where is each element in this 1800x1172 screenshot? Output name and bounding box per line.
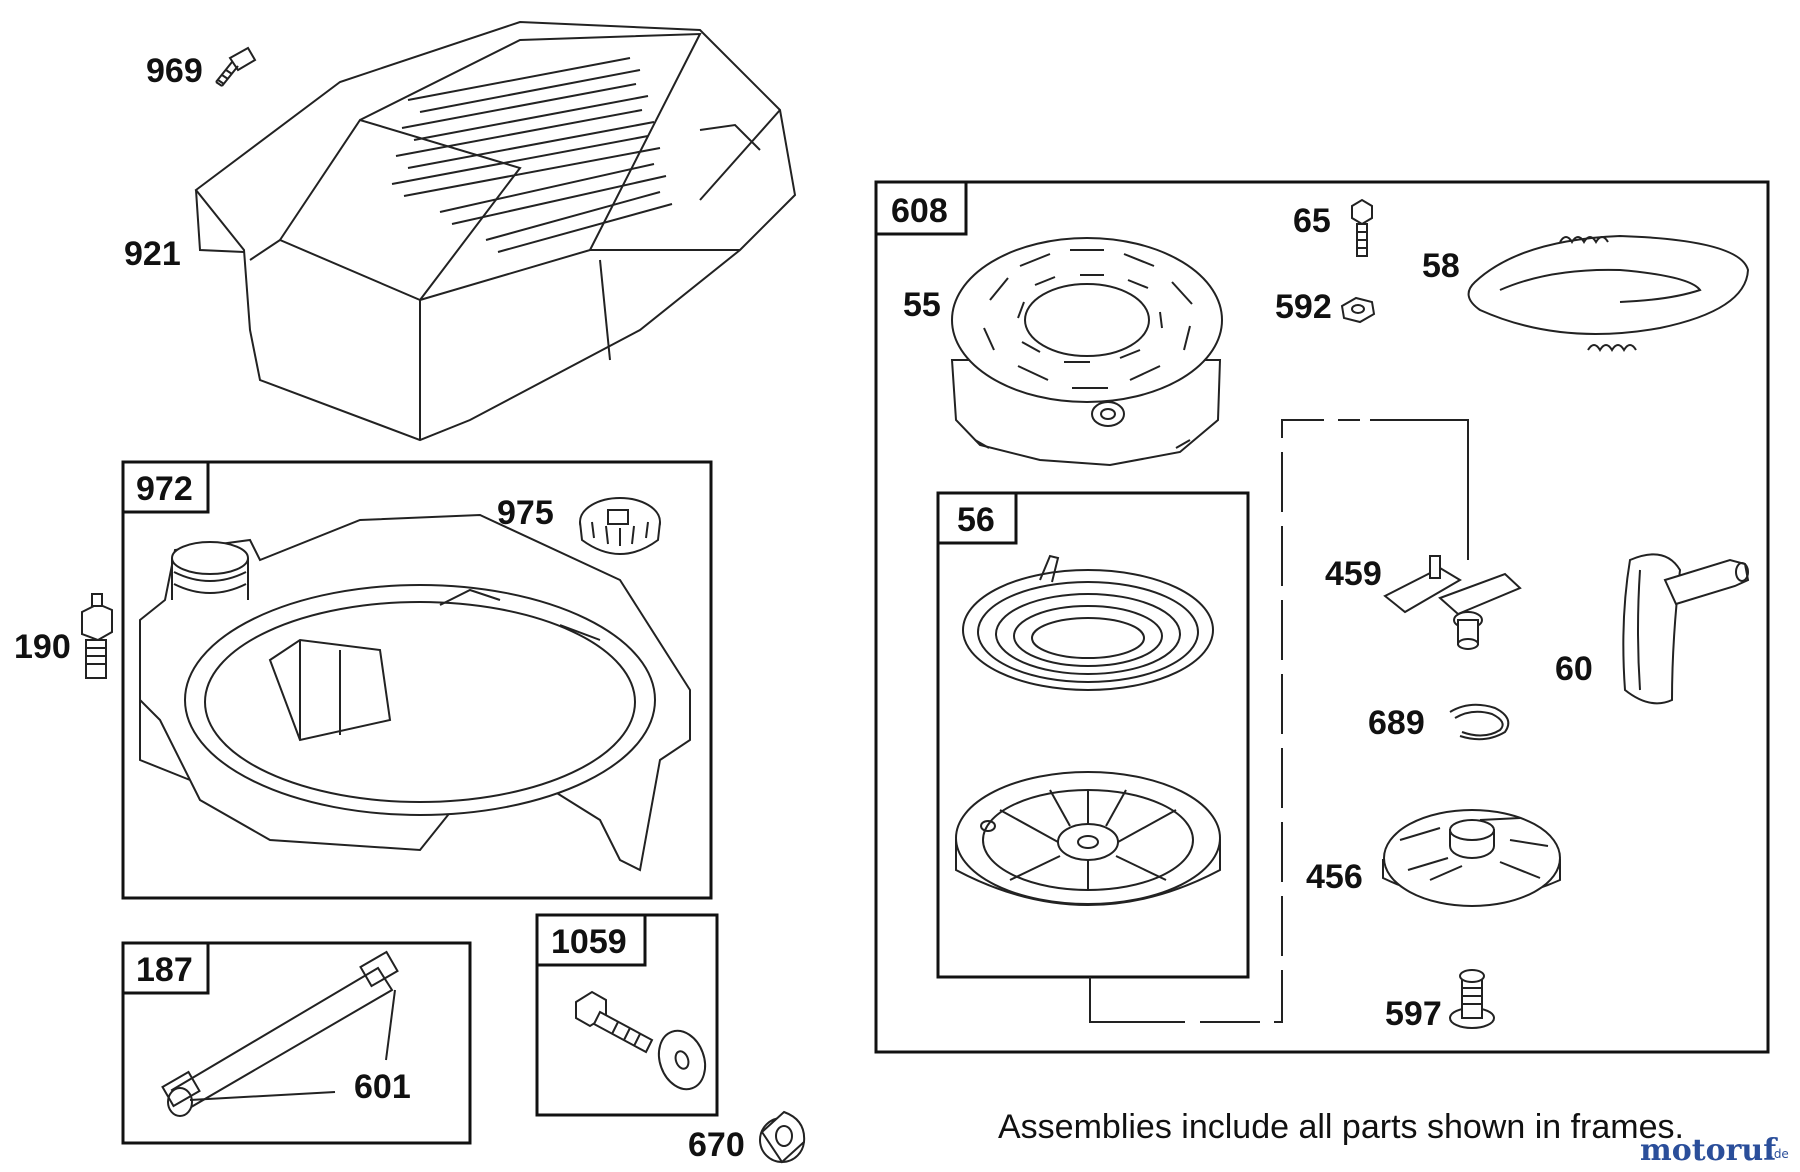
svg-text:.de: .de <box>1770 1147 1789 1161</box>
fuel-line-icon <box>161 950 399 1117</box>
label-65: 65 <box>1293 202 1331 240</box>
pawl-459-icon <box>1383 555 1522 650</box>
label-56: 56 <box>957 501 995 539</box>
label-55: 55 <box>903 286 941 324</box>
starter-pulley-icon <box>955 771 1221 906</box>
label-597: 597 <box>1385 995 1442 1033</box>
label-187: 187 <box>136 951 193 989</box>
label-969: 969 <box>146 52 203 90</box>
label-456: 456 <box>1306 858 1363 896</box>
label-58: 58 <box>1422 247 1460 285</box>
watermark-logo: motoruf .de <box>1640 1133 1789 1168</box>
label-592: 592 <box>1275 288 1332 326</box>
shoulder-bolt-1059-icon <box>575 990 707 1091</box>
ratchet-456-icon <box>1382 809 1561 907</box>
connector-line-right <box>1200 419 1360 1023</box>
screw-597-icon <box>1449 969 1495 1029</box>
label-670: 670 <box>688 1126 745 1164</box>
frame-972-tag <box>121 460 210 514</box>
connector-line-top <box>1370 419 1469 560</box>
frame-187 <box>121 941 472 1145</box>
retaining-ring-689-icon <box>1449 703 1510 741</box>
starter-rope-58-icon <box>1467 234 1750 352</box>
label-1059: 1059 <box>551 923 627 961</box>
label-972: 972 <box>136 470 193 508</box>
fitting-190-icon <box>81 593 113 679</box>
svg-text:motoruf: motoruf <box>1640 1133 1778 1168</box>
label-60: 60 <box>1555 650 1593 688</box>
frame-56-tag <box>936 491 1018 545</box>
label-459: 459 <box>1325 555 1382 593</box>
fuel-tank-icon <box>139 513 691 872</box>
connector-line <box>1089 977 1185 1023</box>
label-190: 190 <box>14 628 71 666</box>
assemblies-note: Assemblies include all parts shown in fr… <box>998 1108 1684 1146</box>
blower-housing-cover-icon <box>194 20 797 442</box>
screw-65-icon <box>1351 198 1373 257</box>
rewind-spring-icon <box>962 554 1214 691</box>
screw-969-icon <box>215 46 257 87</box>
label-975: 975 <box>497 494 554 532</box>
label-921: 921 <box>124 235 181 273</box>
frame-187-tag <box>121 941 210 995</box>
spacer-670-icon <box>759 1110 806 1164</box>
frame-972 <box>121 460 713 900</box>
label-689: 689 <box>1368 704 1425 742</box>
nut-592-icon <box>1340 296 1376 324</box>
frame-608 <box>874 180 1770 1054</box>
frame-56 <box>936 491 1250 979</box>
starter-housing-55-icon <box>950 237 1223 467</box>
starter-handle-60-icon <box>1622 553 1750 705</box>
label-608: 608 <box>891 192 948 230</box>
frame-608-tag <box>874 180 968 236</box>
label-601: 601 <box>354 1068 411 1106</box>
fuel-cap-975-icon <box>579 497 661 555</box>
frame-1059-tag <box>535 913 647 967</box>
